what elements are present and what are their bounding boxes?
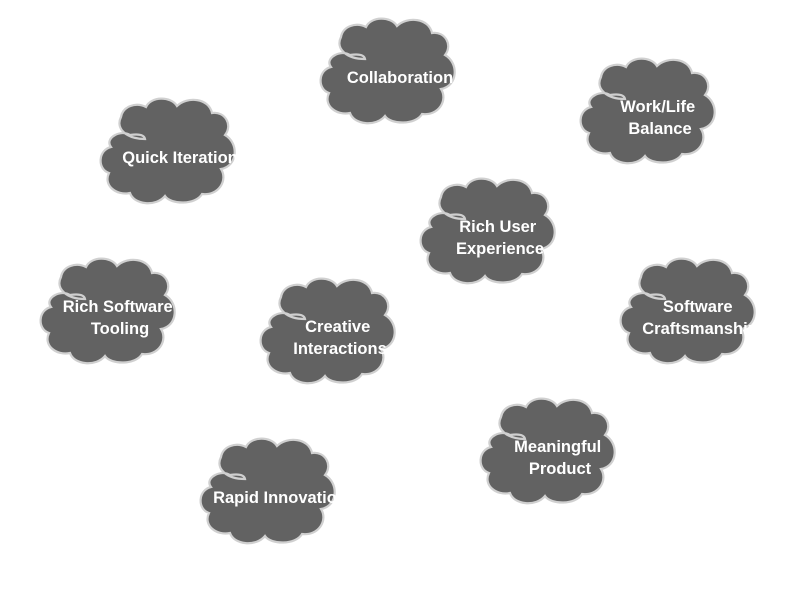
cloud-rich-software-tooling: Rich Software Tooling: [39, 257, 178, 365]
cloud-label-work-life-balance: Work/Life Balance: [620, 98, 699, 138]
cloud-label-software-craftsmanship: Software Craftsmanship: [642, 298, 758, 338]
cloud-rich-user-experience: Rich User Experience: [419, 177, 556, 285]
cloud-software-craftsmanship: Software Craftsmanship: [619, 257, 758, 365]
cloud-label-line: Quick Iteration: [122, 149, 238, 167]
cloud-label-line: Craftsmanship: [642, 320, 758, 338]
cloud-label-line: Experience: [456, 240, 544, 258]
cloud-label-line: Rapid Innovation: [213, 489, 347, 507]
cloud-quick-iteration: Quick Iteration: [99, 97, 238, 205]
cloud-creative-interactions: Creative Interactions: [259, 277, 396, 385]
cloud-label-rich-user-experience: Rich User Experience: [456, 218, 544, 258]
cloud-label-creative-interactions: Creative Interactions: [293, 318, 387, 358]
cloud-label-line: Creative: [305, 318, 370, 336]
cloud-label-line: Collaboration: [347, 69, 453, 87]
cloud-collaboration: Collaboration: [319, 17, 456, 125]
cloud-label-line: Interactions: [293, 340, 387, 358]
cloud-label-line: Software: [663, 298, 733, 316]
cloud-label-rapid-innovation: Rapid Innovation: [213, 489, 347, 507]
cloud-label-line: Rich Software: [63, 298, 173, 316]
cloud-label-quick-iteration: Quick Iteration: [122, 149, 238, 167]
cloud-label-collaboration: Collaboration: [347, 69, 453, 87]
cloud-label-line: Rich User: [459, 218, 537, 236]
cloud-rapid-innovation: Rapid Innovation: [199, 437, 347, 545]
cloud-label-rich-software-tooling: Rich Software Tooling: [63, 298, 178, 338]
cloud-label-meaningful-product: Meaningful Product: [514, 438, 606, 478]
cloud-work-life-balance: Work/Life Balance: [579, 57, 716, 165]
cloud-label-line: Meaningful: [514, 438, 601, 456]
cloud-label-line: Balance: [628, 120, 691, 138]
cloud-label-line: Tooling: [91, 320, 149, 338]
cloud-label-line: Product: [529, 460, 592, 478]
cloud-meaningful-product: Meaningful Product: [479, 397, 616, 505]
cloud-label-line: Work/Life: [620, 98, 695, 116]
